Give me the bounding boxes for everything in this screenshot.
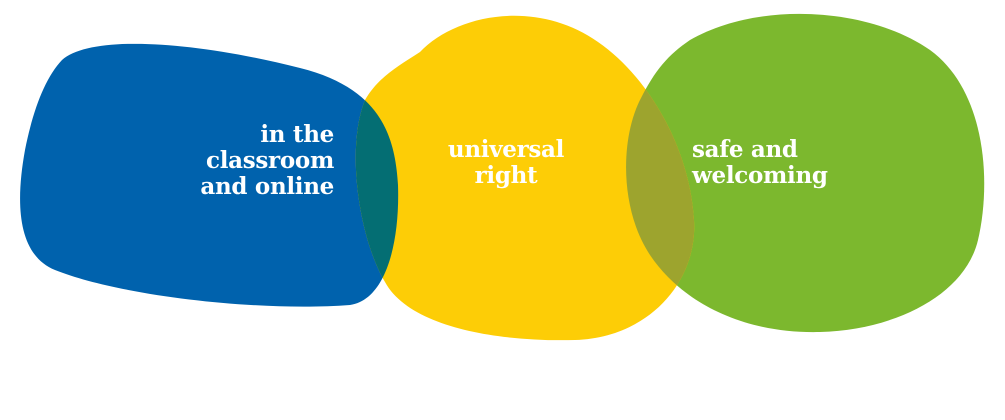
yellow-label-line: universal bbox=[447, 136, 565, 163]
green-label-line: welcoming bbox=[692, 162, 828, 189]
green-blob bbox=[626, 13, 985, 333]
yellow-label-line: right bbox=[474, 162, 538, 189]
blue-label-line: and online bbox=[200, 173, 334, 200]
green-blob-label: safe and welcoming bbox=[692, 137, 828, 189]
green-label-line: safe and bbox=[692, 136, 798, 163]
blue-blob-label: in the classroom and online bbox=[200, 122, 334, 200]
yellow-blob-label: universal right bbox=[445, 137, 567, 189]
blue-blob bbox=[20, 43, 399, 307]
blue-label-line: classroom bbox=[206, 147, 334, 174]
yellow-blob bbox=[355, 15, 695, 341]
blue-label-line: in the bbox=[260, 121, 334, 148]
